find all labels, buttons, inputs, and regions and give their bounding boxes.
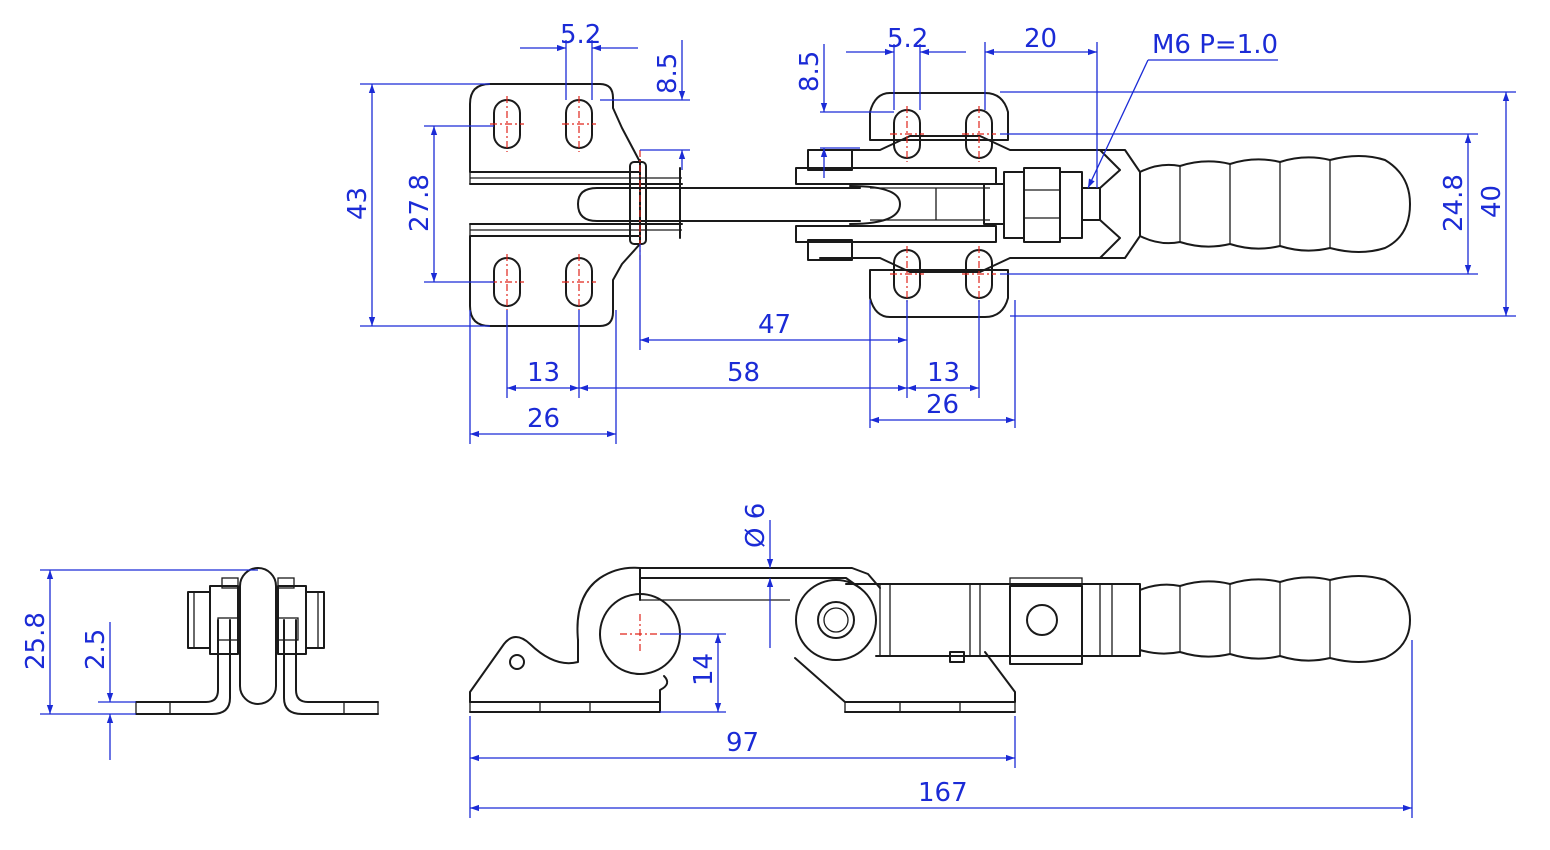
dim-top-offset-left: 8.5 — [653, 53, 683, 94]
dim-top-offset-right: 8.5 — [795, 51, 825, 92]
dim-height-27-8: 27.8 — [405, 174, 435, 232]
dim-height-24-8: 24.8 — [1439, 174, 1469, 232]
handle-grip — [1139, 155, 1411, 253]
dim-top-slot-left: 5.2 — [560, 20, 601, 50]
dim-diameter-6: Ø 6 — [741, 503, 771, 548]
hook-base — [469, 636, 669, 713]
dim-height-40: 40 — [1477, 185, 1507, 218]
clamp-body — [794, 577, 1141, 713]
top-view: 5.2 8.5 5.2 8.5 20 — [343, 20, 1516, 444]
dim-height-43: 43 — [343, 187, 373, 220]
dim-height-14: 14 — [689, 653, 719, 686]
dim-top-width-20: 20 — [1024, 24, 1057, 54]
dim-base-26-left: 26 — [527, 404, 560, 434]
dim-end-height-25-8: 25.8 — [21, 612, 51, 670]
end-view-dimensions: 25.8 2.5 — [21, 569, 258, 760]
front-handle-grip — [1139, 575, 1411, 663]
front-view-dimensions: Ø 6 14 97 167 — [469, 503, 1413, 818]
dim-pitch-13-left: 13 — [527, 358, 560, 388]
front-view: Ø 6 14 97 167 — [469, 503, 1413, 818]
dim-base-26-right: 26 — [926, 390, 959, 420]
dim-end-thickness-2-5: 2.5 — [81, 629, 111, 670]
top-view-dimensions: 5.2 8.5 5.2 8.5 20 — [343, 20, 1516, 444]
dim-length-47: 47 — [758, 310, 791, 340]
dim-length-167: 167 — [918, 778, 968, 808]
hook-lever — [576, 566, 881, 675]
dim-pitch-13-right: 13 — [927, 358, 960, 388]
dim-length-58: 58 — [727, 358, 760, 388]
dim-thread-callout: M6 P=1.0 — [1152, 30, 1278, 60]
top-centerlines — [490, 96, 996, 310]
end-view: 25.8 2.5 — [21, 567, 379, 760]
right-clamp-body — [795, 92, 1141, 318]
left-mounting-plate — [469, 83, 683, 327]
dim-top-slot-right: 5.2 — [887, 24, 928, 54]
dim-length-97: 97 — [726, 728, 759, 758]
